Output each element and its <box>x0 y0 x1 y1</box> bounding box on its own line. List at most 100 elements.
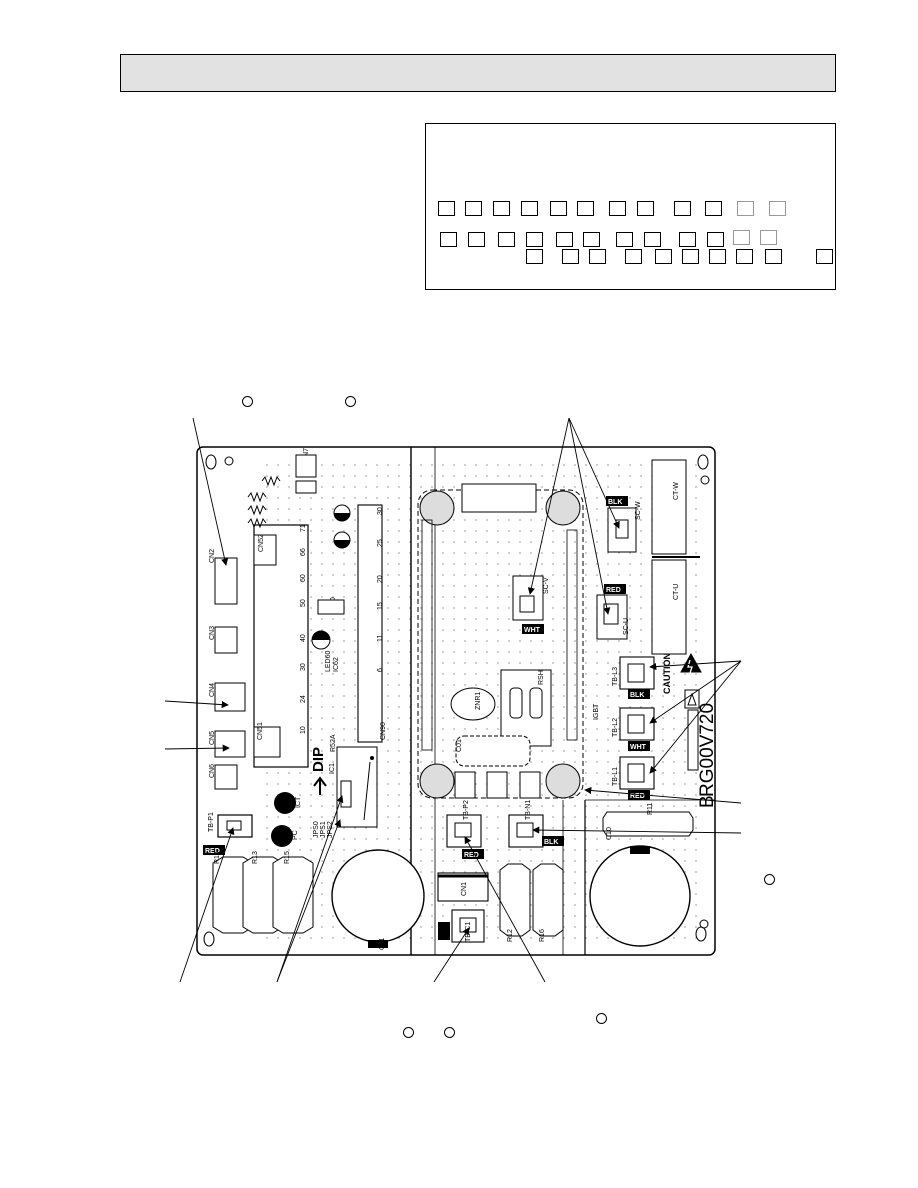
capacitor-c10 <box>589 845 691 947</box>
svg-text:R13: R13 <box>252 851 259 864</box>
legend-square <box>616 232 633 247</box>
svg-text:R14: R14 <box>214 851 221 864</box>
legend-box <box>425 123 836 290</box>
svg-text:TB-P1: TB-P1 <box>208 812 215 832</box>
revision-letter: B <box>697 795 718 808</box>
svg-text:25: 25 <box>377 539 384 547</box>
svg-text:RED: RED <box>205 848 220 855</box>
svg-text:C11: C11 <box>379 938 386 950</box>
svg-text:CN4: CN4 <box>209 683 216 697</box>
legend-square <box>521 201 538 216</box>
svg-text:WHT: WHT <box>630 744 647 751</box>
svg-text:TB-P2: TB-P2 <box>463 800 470 820</box>
legend-square <box>526 232 543 247</box>
header-bar <box>120 54 836 92</box>
legend-square <box>816 249 833 264</box>
caution-label: CAUTION <box>662 653 672 694</box>
legend-square <box>550 201 567 216</box>
svg-text:R16: R16 <box>539 929 546 942</box>
legend-square <box>644 232 661 247</box>
svg-text:R11: R11 <box>647 803 654 815</box>
svg-text:BLK: BLK <box>544 839 558 846</box>
ref-circle <box>764 874 775 885</box>
legend-square <box>679 232 696 247</box>
legend-square <box>526 249 543 264</box>
legend-square <box>707 232 724 247</box>
legend-square <box>733 230 750 245</box>
legend-square <box>589 249 606 264</box>
svg-text:15: 15 <box>377 602 384 610</box>
legend-square <box>556 232 573 247</box>
svg-text:TB-L3: TB-L3 <box>612 667 619 686</box>
svg-text:30: 30 <box>377 507 384 515</box>
dip-label: DIP <box>310 747 327 772</box>
legend-square <box>493 201 510 216</box>
svg-text:50: 50 <box>300 599 307 607</box>
ref-circle <box>444 1027 455 1038</box>
legend-square <box>440 232 457 247</box>
legend-square <box>674 201 691 216</box>
svg-text:CN90: CN90 <box>380 722 387 740</box>
svg-text:C01: C01 <box>456 739 463 752</box>
svg-text:24: 24 <box>300 695 307 703</box>
svg-text:IC62: IC62 <box>333 657 340 672</box>
svg-text:JPS1: JPS1 <box>320 821 327 838</box>
legend-square <box>562 249 579 264</box>
ref-circle <box>345 396 356 407</box>
ct-u <box>651 559 687 655</box>
ref-circle <box>242 396 253 407</box>
legend-square <box>468 232 485 247</box>
svg-text:40: 40 <box>300 634 307 642</box>
svg-text:SC-W: SC-W <box>635 501 642 520</box>
svg-text:SC-U: SC-U <box>623 618 630 635</box>
legend-square <box>465 201 482 216</box>
pc-component <box>271 825 293 847</box>
svg-text:20: 20 <box>377 575 384 583</box>
legend-square <box>625 249 642 264</box>
svg-text:CN1: CN1 <box>461 882 468 896</box>
svg-text:SC-V: SC-V <box>543 577 550 594</box>
svg-text:71: 71 <box>300 524 307 532</box>
legend-square <box>655 249 672 264</box>
svg-text:TB-L2: TB-L2 <box>612 718 619 737</box>
ct-w <box>651 459 687 555</box>
legend-square <box>760 230 777 245</box>
svg-text:30: 30 <box>300 663 307 671</box>
legend-square <box>438 201 455 216</box>
svg-text:ICT: ICT <box>295 796 302 808</box>
model-code: RG00V720 <box>697 703 718 797</box>
svg-text:CN2: CN2 <box>209 549 216 563</box>
legend-square <box>737 201 754 216</box>
svg-text:10: 10 <box>300 726 307 734</box>
legend-square <box>583 232 600 247</box>
svg-text:CN3: CN3 <box>209 626 216 640</box>
svg-text:WHT: WHT <box>524 627 541 634</box>
svg-text:IGBT: IGBT <box>593 703 600 720</box>
svg-text:R52A: R52A <box>330 734 337 752</box>
svg-text:TB-L1: TB-L1 <box>612 767 619 786</box>
svg-text:60: 60 <box>300 574 307 582</box>
svg-text:RSH: RSH <box>538 670 545 685</box>
svg-text:PC: PC <box>292 830 299 840</box>
svg-text:CN52: CN52 <box>258 534 265 552</box>
svg-text:66: 66 <box>300 548 307 556</box>
legend-square <box>609 201 626 216</box>
ict-component <box>274 792 296 814</box>
svg-text:R12: R12 <box>507 929 514 942</box>
legend-square <box>765 249 782 264</box>
legend-square <box>705 201 722 216</box>
svg-text:RED: RED <box>464 852 479 859</box>
svg-text:6: 6 <box>377 668 384 672</box>
ref-circle <box>596 1013 607 1024</box>
legend-square <box>637 201 654 216</box>
capacitor-c11 <box>331 849 425 943</box>
svg-text:CN51: CN51 <box>257 722 264 740</box>
legend-square <box>577 201 594 216</box>
svg-text:ZNR1: ZNR1 <box>475 692 482 710</box>
legend-square <box>498 232 515 247</box>
svg-text:CT-W: CT-W <box>673 482 680 500</box>
svg-text:IC1: IC1 <box>329 763 336 774</box>
svg-text:R15: R15 <box>284 851 291 864</box>
ref-circle <box>403 1027 414 1038</box>
